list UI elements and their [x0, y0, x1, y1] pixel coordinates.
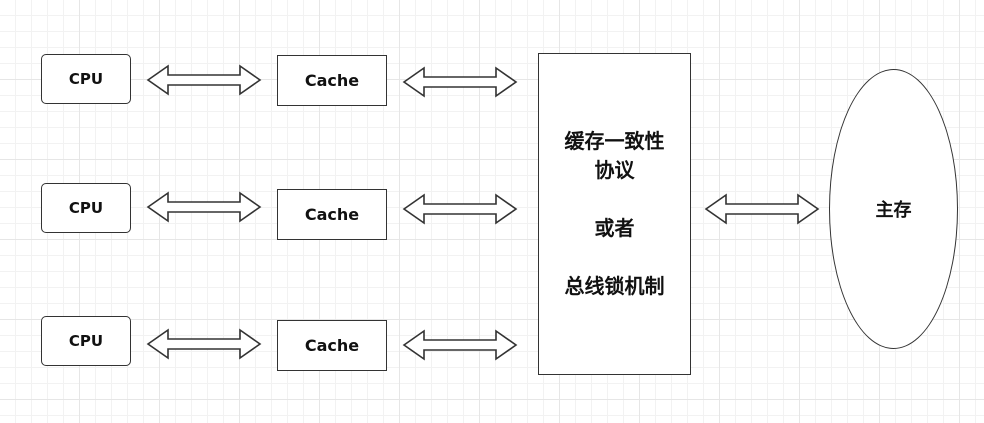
cache-protocol-arrow-3[interactable]: [402, 329, 518, 361]
cache-label: Cache: [304, 205, 360, 224]
cache-protocol-arrow-1[interactable]: [402, 66, 518, 98]
cache-label: Cache: [304, 71, 360, 90]
cpu-cache-arrow-3[interactable]: [146, 328, 262, 360]
cpu-cache-arrow-1[interactable]: [146, 64, 262, 96]
protocol-memory-arrow[interactable]: [704, 193, 820, 225]
cpu-box-1[interactable]: CPU: [41, 54, 131, 104]
cache-box-3[interactable]: Cache: [277, 320, 387, 371]
memory-label: 主存: [875, 200, 912, 221]
protocol-line-4: 总线锁机制: [564, 274, 665, 298]
cache-label: Cache: [304, 336, 360, 355]
cpu-cache-arrow-2[interactable]: [146, 191, 262, 223]
cache-box-2[interactable]: Cache: [277, 189, 387, 240]
cpu-box-3[interactable]: CPU: [41, 316, 131, 366]
main-memory-ellipse[interactable]: 主存: [829, 69, 958, 349]
cpu-label: CPU: [68, 70, 104, 88]
protocol-line-3: 或者: [594, 216, 635, 240]
cpu-box-2[interactable]: CPU: [41, 183, 131, 233]
coherence-protocol-box[interactable]: 缓存一致性 协议 或者 总线锁机制: [538, 53, 691, 375]
protocol-line-1: 缓存一致性: [564, 129, 665, 153]
cache-protocol-arrow-2[interactable]: [402, 193, 518, 225]
protocol-line-2: 协议: [594, 158, 635, 182]
cache-box-1[interactable]: Cache: [277, 55, 387, 106]
cpu-label: CPU: [68, 199, 104, 217]
cpu-label: CPU: [68, 332, 104, 350]
